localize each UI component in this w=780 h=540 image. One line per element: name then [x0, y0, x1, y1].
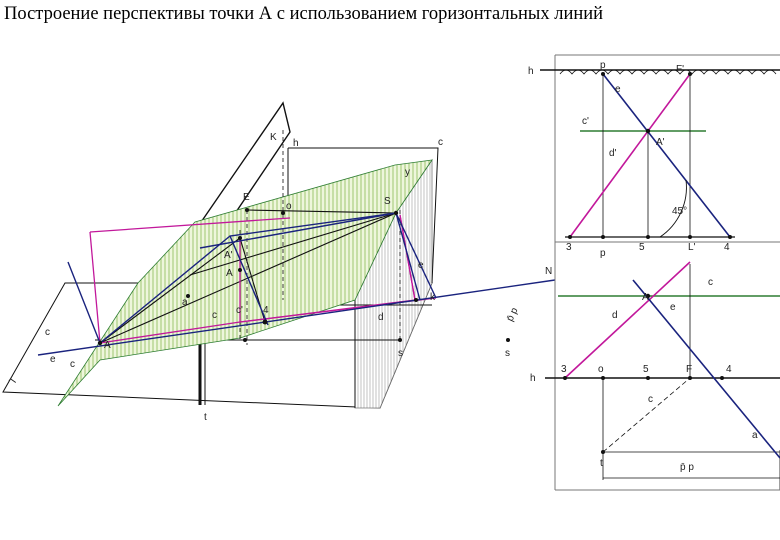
tr-label-5: 5 — [639, 242, 645, 253]
label-c-lower: c — [70, 359, 75, 370]
angle-arc — [659, 179, 687, 238]
label-d: d — [378, 312, 384, 323]
tr-label-4: 4 — [724, 242, 730, 253]
page-title: Построение перспективы точки А с использ… — [4, 4, 604, 24]
br-label-c-low: c — [648, 394, 653, 405]
br-label-d: d — [612, 310, 618, 321]
br-label-4: 4 — [726, 364, 732, 375]
label-a: a — [182, 297, 188, 308]
tr-label-F: F' — [676, 64, 684, 75]
label-c-prime: c' — [236, 305, 243, 316]
label-k: k — [430, 292, 436, 303]
br-label-a-low: a — [752, 430, 758, 441]
label-E: E — [243, 192, 250, 203]
label-s-right: s — [505, 348, 510, 359]
tr-label-p-low: p — [600, 248, 606, 259]
br-label-F: F — [686, 364, 692, 375]
br-label-h: h — [530, 373, 536, 384]
label-c-mid: c — [212, 310, 217, 321]
br-label-A: A — [642, 292, 649, 303]
construction-points — [97, 208, 510, 346]
top-right-points — [568, 72, 732, 239]
label-s: s — [398, 348, 403, 359]
br-label-c: c — [708, 277, 713, 288]
label-A: A — [226, 268, 233, 279]
label-p-bar: p̄ p — [505, 306, 521, 324]
label-c-top: c — [438, 137, 443, 148]
br-label-p: p̄ p — [680, 462, 694, 473]
label-h: h — [293, 138, 299, 149]
br-label-o: o — [598, 364, 604, 375]
horizon-waves — [559, 69, 777, 75]
label-S: S — [384, 196, 391, 207]
tr-label-3: 3 — [566, 242, 572, 253]
br-label-5: 5 — [643, 364, 649, 375]
tr-label-c: c' — [582, 116, 589, 127]
label-A-prime: A' — [224, 250, 233, 261]
left-construction: K h c y E o S A' A e N a c c' 4 d c e c … — [2, 101, 556, 423]
label-K: K — [270, 132, 277, 143]
label-t: t — [204, 412, 207, 423]
tr-label-angle: 45° — [672, 206, 687, 217]
tr-label-h: h — [528, 66, 534, 77]
tr-label-L: L' — [688, 242, 696, 253]
magenta-diagonal-lower — [564, 261, 691, 379]
magenta-diagonal — [569, 73, 691, 238]
label-y: y — [405, 167, 410, 178]
navy-diagonal-lower — [632, 279, 780, 459]
label-c-left: c — [45, 327, 50, 338]
bottom-right-view: c A e d 3 o 5 F 4 h c a t p̄ p — [530, 261, 780, 491]
label-4: 4 — [263, 305, 269, 316]
label-e-mid: e — [418, 260, 424, 271]
tr-label-p: p — [600, 60, 606, 71]
br-label-t: t — [600, 458, 603, 469]
top-right-view: h p F' e c' d' A' 45° 3 p 5 L' 4 — [528, 54, 780, 490]
plane-frame — [288, 147, 439, 284]
label-A-lower: A — [104, 340, 111, 351]
magenta-lines — [89, 214, 437, 344]
label-e-left: e — [50, 354, 56, 365]
navy-lines — [37, 212, 556, 356]
tr-label-d: d' — [609, 148, 617, 159]
bottom-right-points — [563, 293, 724, 454]
tr-label-A: A' — [656, 137, 665, 148]
navy-diagonal — [602, 73, 731, 238]
tr-label-e: e — [615, 84, 621, 95]
label-o: o — [286, 201, 292, 212]
dashed-c — [602, 377, 691, 453]
br-label-e: e — [670, 302, 676, 313]
label-N: N — [545, 266, 552, 277]
br-label-3: 3 — [561, 364, 567, 375]
label-T: T — [7, 375, 20, 386]
